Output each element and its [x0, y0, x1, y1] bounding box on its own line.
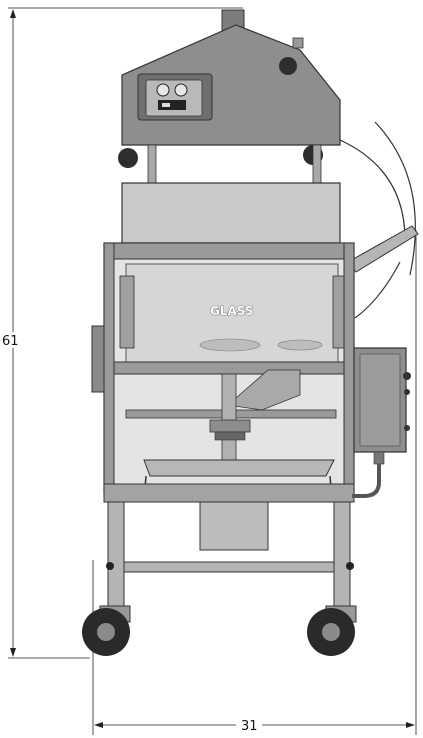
- head-knob-right: [279, 57, 297, 75]
- width-dimension: 31: [92, 230, 417, 735]
- power-button: [156, 83, 170, 97]
- height-dimension: 61: [0, 7, 243, 659]
- side-handle: [91, 325, 105, 393]
- crusher-head: [118, 9, 341, 184]
- glass-label: GLASS: [210, 304, 254, 318]
- width-arrow-left: [94, 722, 103, 728]
- caster-wheel-left: [82, 605, 131, 656]
- collection-tray: [143, 459, 335, 477]
- width-arrow-right: [406, 722, 415, 728]
- electrical-box: [352, 347, 411, 498]
- head-knob-left: [118, 148, 138, 168]
- cabinet-frame: GLASS: [91, 242, 355, 503]
- height-dimension-label: 61: [2, 334, 19, 349]
- height-arrow-bottom: [10, 648, 16, 657]
- hopper-box: [121, 182, 341, 244]
- height-arrow-top: [10, 9, 16, 18]
- start-button: [174, 83, 188, 97]
- drive-shaft: [221, 373, 237, 461]
- caster-wheel-right: [307, 605, 357, 656]
- width-dimension-label: 31: [241, 719, 258, 734]
- waste-bin: [199, 501, 269, 551]
- indicator-switch: [158, 100, 186, 110]
